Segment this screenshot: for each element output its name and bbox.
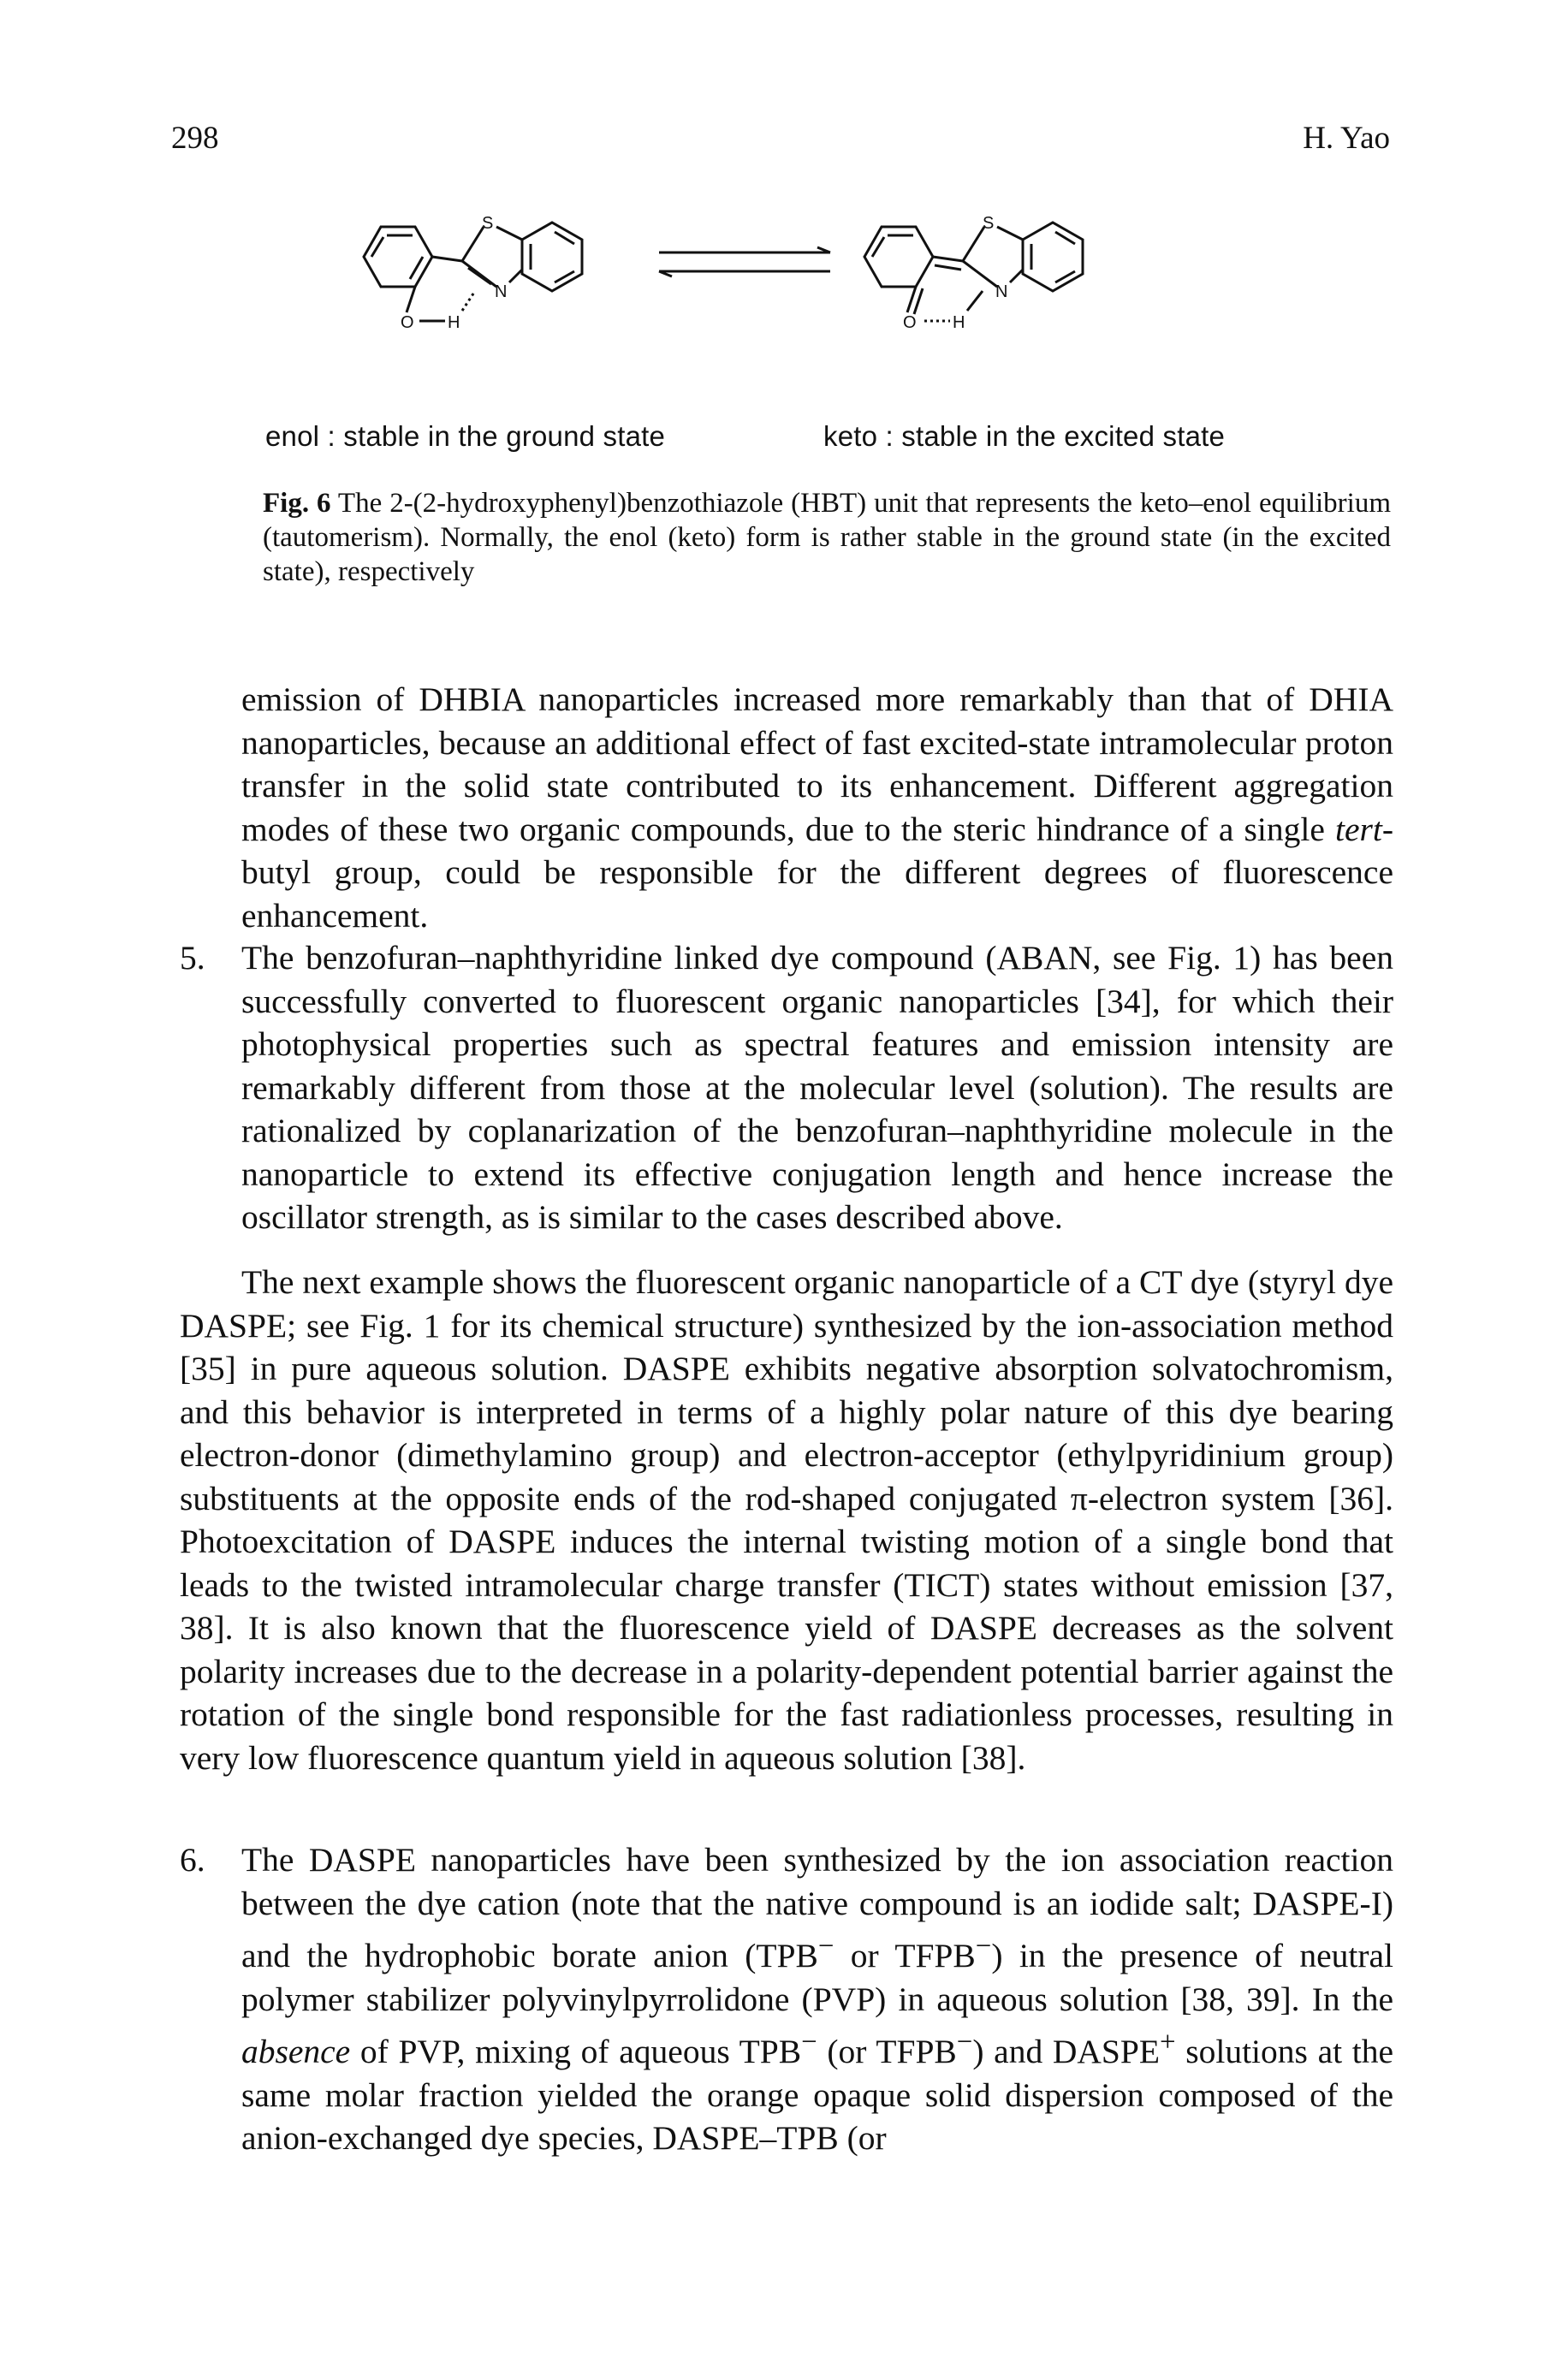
paragraph-daspe: The next example shows the fluorescent o… [180, 1261, 1393, 1779]
para-a-text-1: emission of DHBIA nanoparticles increase… [241, 680, 1393, 848]
enol-hydrogen-label: H [448, 313, 460, 332]
item6-italic: absence [241, 2033, 351, 2071]
list-item-5: 5. The benzofuran–naphthyridine linked d… [180, 936, 1393, 1239]
figure-hbt-tautomerism: S N O H S N O H enol : stable in the gro… [265, 193, 1318, 466]
caption-lead: Fig. 6 [263, 488, 331, 519]
list-item-number: 5. [180, 939, 205, 977]
keto-nitrogen-label: N [995, 282, 1007, 301]
para-a-italic: tert [1334, 810, 1382, 848]
enol-benzo-ring [520, 221, 584, 293]
running-head: H. Yao [1303, 121, 1390, 156]
keto-sulfur-label: S [983, 214, 994, 233]
keto-oxygen-label: O [903, 313, 917, 332]
paragraph-continuation: emission of DHBIA nanoparticles increase… [241, 678, 1393, 937]
item6-text-2: or TFPB [834, 1937, 976, 1975]
list-item-number: 6. [180, 1841, 205, 1879]
para-a-text-2: -butyl group, could be responsible for t… [241, 810, 1393, 935]
hbt-structure-diagram: S N O H S N O H [362, 214, 1084, 332]
figure-caption: Fig. 6 The 2-(2-hydroxyphenyl)benzothiaz… [263, 486, 1391, 589]
keto-label: keto : stable in the excited state [823, 420, 1226, 452]
item6-sup-1: − [817, 1931, 834, 1962]
enol-label: enol : stable in the ground state [265, 420, 666, 452]
item6-sup-4: − [956, 2027, 973, 2058]
item6-sup-2: − [975, 1931, 992, 1962]
page-number: 298 [171, 121, 219, 156]
item6-text-4: of PVP, mixing of aqueous TPB [350, 2033, 802, 2071]
list-item-text: The DASPE nanoparticles have been synthe… [241, 1838, 1393, 2160]
enol-nitrogen-label: N [495, 282, 507, 301]
enol-sulfur-label: S [482, 214, 493, 233]
item6-text-3: ) in the presence of neutral polymer sta… [241, 1937, 1394, 2018]
keto-hydrogen-label: H [953, 313, 965, 332]
list-item-6: 6. The DASPE nanoparticles have been syn… [180, 1838, 1393, 2160]
item6-text-5: (or TFPB [817, 2033, 957, 2071]
keto-benzo-ring [1021, 221, 1084, 293]
item6-sup-5: + [1160, 2027, 1176, 2058]
item6-text-7: solutions at the same molar fraction yie… [241, 2033, 1394, 2158]
enol-oxygen-label: O [401, 313, 414, 332]
caption-text: The 2-(2-hydroxyphenyl)benzothiazole (HB… [263, 488, 1391, 587]
list-item-text: The benzofuran–naphthyridine linked dye … [241, 939, 1393, 1236]
item6-text-6: ) and DASPE [972, 2033, 1160, 2071]
item6-text-1: The DASPE nanoparticles have been synthe… [241, 1841, 1393, 1975]
paragraph-daspe-text: The next example shows the fluorescent o… [180, 1263, 1393, 1777]
item6-sup-3: − [801, 2027, 817, 2058]
